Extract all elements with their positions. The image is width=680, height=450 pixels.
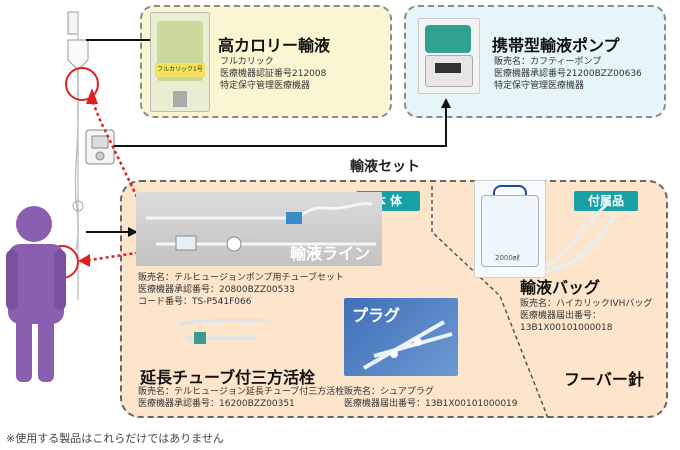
infusion-line-product: 販売名：テルヒュージョンポンプ用チューブセット: [138, 273, 345, 283]
huber-needle-title: フーバー針: [564, 370, 644, 389]
plug-title: プラグ: [352, 306, 401, 325]
tpn-title: 高カロリー輸液: [218, 36, 331, 55]
infusion-bag-product: 販売名：ハイカリックIVHバッグ: [520, 299, 653, 309]
tpn-bag-photo: フルカリック1号: [150, 12, 210, 112]
plug-photo: [344, 298, 458, 376]
tpn-category: 特定保守管理医療機器: [220, 81, 311, 91]
pump-product: 販売名：カフティーポンプ: [494, 57, 602, 67]
extension-product: 販売名：テルヒュージョン延長チューブ付三方活栓: [138, 387, 345, 397]
pump-title: 携帯型輸液ポンプ: [492, 36, 620, 55]
tpn-bag-label: フルカリック1号: [155, 63, 205, 77]
extension-tube-photo: [176, 316, 272, 346]
footnote: ※使用する製品はこれらだけではありません: [6, 432, 224, 445]
bag-tubes: [543, 200, 616, 274]
plug-approval: 医療機器届出番号：13B1X00101000019: [344, 399, 518, 409]
plug-product: 販売名：シュアプラグ: [344, 387, 434, 397]
pump-photo: [418, 18, 480, 94]
infusion-line-code: コード番号：TS-P541F066: [138, 297, 252, 307]
pump-approval: 医療機器承認番号21200BZZ00636: [494, 69, 642, 79]
tpn-approval: 医療機器認証番号212008: [220, 69, 327, 79]
extension-title: 延長チューブ付三方活栓: [140, 368, 316, 387]
infusion-bag-approval: 医療機器届出番号：: [520, 311, 602, 321]
infusion-set-label: 輸液セット: [350, 159, 420, 175]
infusion-bag-photo: 2000㎖: [474, 180, 546, 278]
bag-volume-label: 2000㎖: [495, 254, 520, 262]
pump-category: 特定保守管理医療機器: [494, 81, 585, 91]
infusion-bag-number: 13B1X00101000018: [520, 323, 613, 333]
infusion-line-photo: [136, 192, 382, 266]
infusion-line-title: 輸液ライン: [290, 244, 371, 263]
infusion-line-approval: 医療機器承認番号：20800BZZ00533: [138, 285, 295, 295]
accessory-tag: 付属品: [574, 191, 638, 211]
extension-approval: 医療機器承認番号：16200BZZ00351: [138, 399, 295, 409]
infusion-bag-title: 輸液バッグ: [520, 278, 601, 297]
tpn-product: フルカリック: [220, 57, 274, 67]
